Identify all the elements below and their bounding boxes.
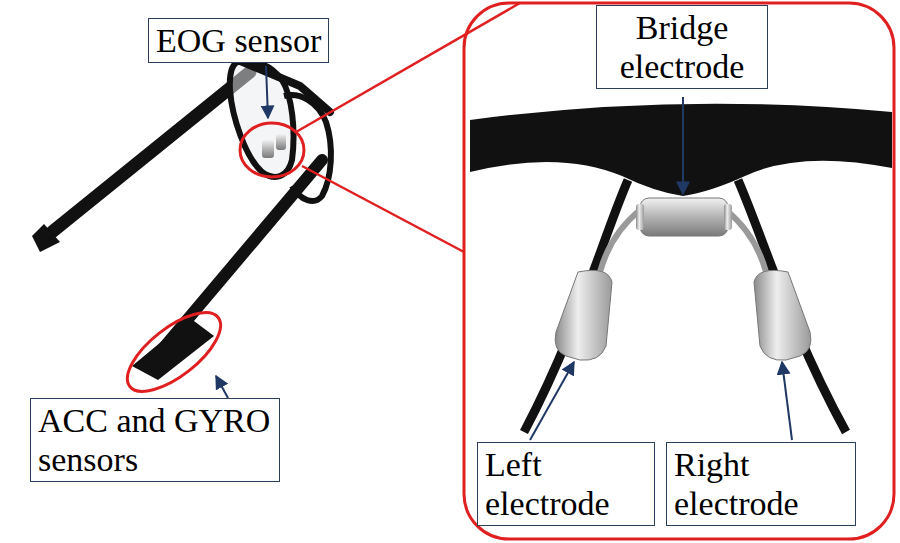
label-text: Right electrode bbox=[674, 445, 848, 523]
label-box: ACC and GYRO sensors bbox=[30, 398, 280, 482]
glasses-photo bbox=[32, 60, 331, 380]
leader-arrow bbox=[530, 362, 574, 440]
label-text: EOG sensor bbox=[156, 21, 321, 60]
highlight-ellipse bbox=[240, 123, 304, 177]
inset-frame bbox=[464, 3, 894, 539]
leader-arrows bbox=[216, 66, 792, 440]
label-text: Bridge electrode bbox=[604, 8, 760, 86]
leader-arrow bbox=[266, 66, 268, 118]
near-temple-tip bbox=[132, 318, 214, 380]
label-box: Left electrode bbox=[477, 442, 655, 526]
zoom-line bbox=[296, 3, 520, 132]
leader-arrow bbox=[782, 362, 792, 440]
highlight-ellipse bbox=[115, 299, 233, 406]
label-text: ACC and GYRO sensors bbox=[38, 401, 272, 479]
label-box: EOG sensor bbox=[148, 18, 329, 63]
nose-pad bbox=[262, 140, 274, 158]
label-box: Bridge electrode bbox=[596, 5, 768, 89]
far-temple bbox=[52, 72, 250, 232]
label-box: Right electrode bbox=[666, 442, 856, 526]
leader-arrow bbox=[682, 97, 684, 194]
bridge-closeup bbox=[470, 104, 892, 432]
leader-arrow bbox=[216, 376, 228, 398]
label-text: Left electrode bbox=[485, 445, 647, 523]
nose-pad bbox=[276, 134, 286, 150]
far-temple-tip bbox=[32, 224, 60, 252]
zoom-line bbox=[302, 166, 464, 252]
top-bar bbox=[238, 60, 330, 112]
